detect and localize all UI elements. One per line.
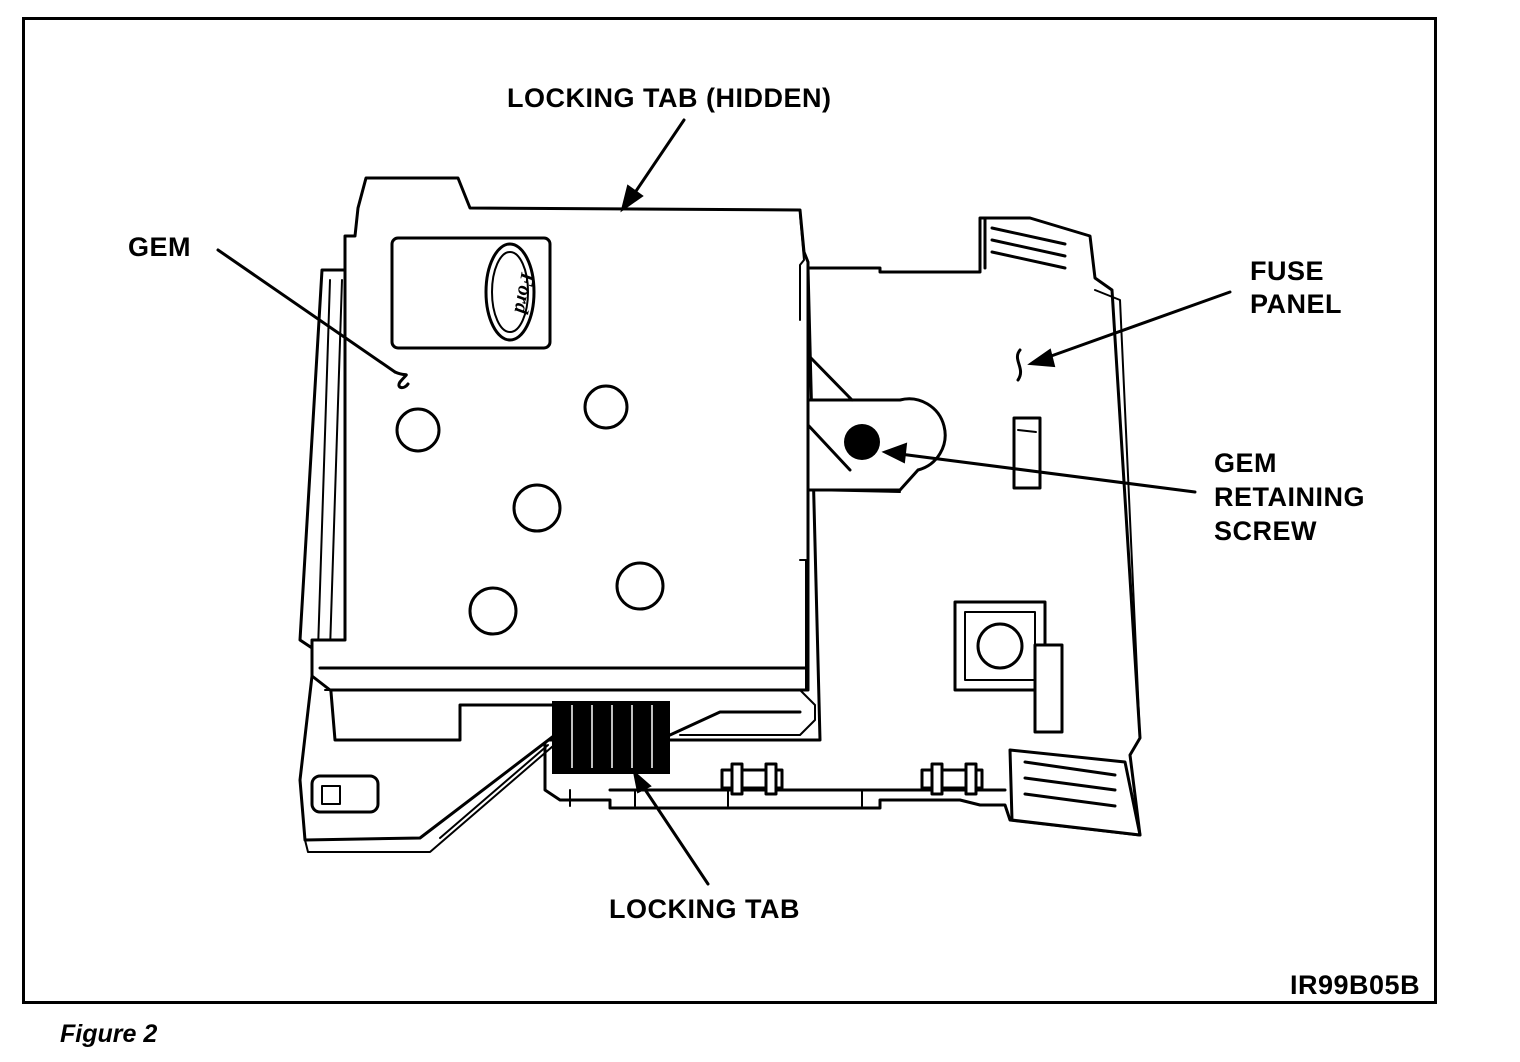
connector-hole bbox=[615, 561, 665, 611]
callout-gem-retaining-screw-arrow bbox=[881, 442, 1197, 494]
label-gem-retaining-screw-line2: RETAINING bbox=[1214, 482, 1365, 512]
label-gem: GEM bbox=[128, 232, 191, 262]
label-gem-retaining-screw-line3: SCREW bbox=[1214, 516, 1317, 546]
locking-tab-bottom bbox=[552, 699, 802, 774]
gem-module: Ford bbox=[310, 176, 816, 736]
bottom-clip-left bbox=[720, 762, 784, 796]
fuse-panel bbox=[543, 216, 1142, 837]
figure-caption: Figure 2 bbox=[60, 1020, 158, 1048]
connector-hole bbox=[512, 483, 562, 533]
connector-hole bbox=[583, 384, 629, 430]
figure-reference-code: IR99B05B bbox=[1290, 970, 1420, 1000]
label-locking-tab-hidden: LOCKING TAB (HIDDEN) bbox=[507, 83, 831, 113]
callout-locking-tab-arrow bbox=[632, 769, 710, 886]
connector-hole bbox=[468, 586, 518, 636]
label-fuse-panel-line1: FUSE bbox=[1250, 256, 1324, 286]
label-gem-retaining-screw-line1: GEM bbox=[1214, 448, 1277, 478]
callout-gem-arrow bbox=[216, 248, 410, 390]
label-locking-tab: LOCKING TAB bbox=[609, 894, 800, 924]
callout-fuse-panel-arrow bbox=[1015, 290, 1232, 382]
bottom-clip-right bbox=[920, 762, 984, 796]
callout-locking-tab-hidden-arrow bbox=[620, 118, 686, 213]
gem-retaining-screw bbox=[844, 424, 880, 460]
label-fuse-panel-line2: PANEL bbox=[1250, 289, 1342, 319]
figure-frame bbox=[22, 17, 1437, 1004]
connector-hole bbox=[395, 407, 441, 453]
ford-logo: Ford bbox=[484, 242, 538, 342]
